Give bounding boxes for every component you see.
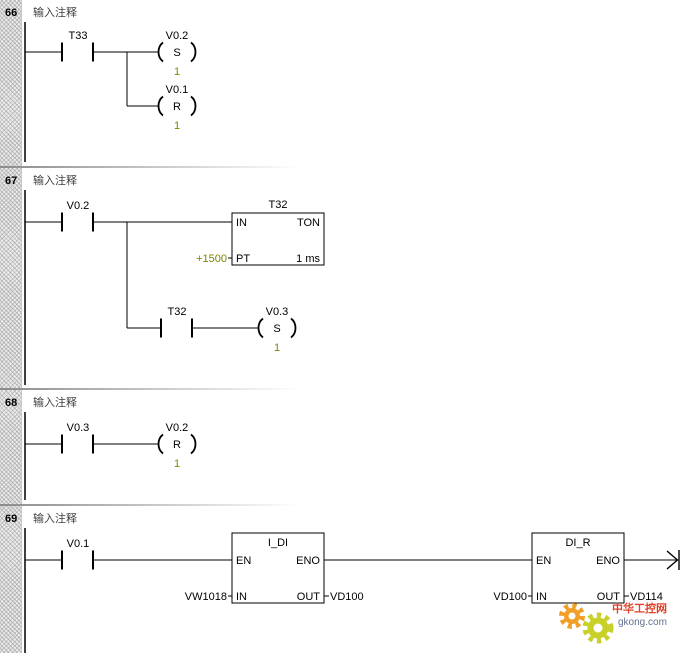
box-out-pin: OUT [297, 591, 321, 603]
gear-hole [593, 623, 603, 633]
network-number[interactable]: 68 [5, 397, 17, 409]
contact-v0-2[interactable]: V0.2 [61, 200, 94, 232]
watermark-logo: 中华工控网 gkong.com [559, 601, 667, 644]
gear-icon [582, 612, 614, 644]
coil-reset-v0-2[interactable]: V0.2 R 1 [157, 422, 197, 470]
coil-operand: V0.2 [166, 422, 189, 434]
coil-count: 1 [274, 342, 280, 354]
network-separator [0, 388, 300, 390]
box-title: DI_R [565, 537, 590, 549]
coil-set-v0-2[interactable]: V0.2 S 1 [157, 30, 197, 78]
gear-teeth [582, 612, 614, 644]
box-in-pin: IN [536, 591, 547, 603]
watermark-name: 中华工控网 [612, 601, 667, 615]
box-di-r[interactable]: DI_R EN ENO IN OUT VD100 VD114 [493, 532, 663, 604]
coil-paren-right [190, 433, 197, 455]
box-en-pin: EN [536, 555, 551, 567]
timer-pt-pin: PT [236, 253, 250, 265]
contact-operand: V0.3 [67, 422, 90, 434]
box-in-operand[interactable]: VD100 [493, 591, 527, 603]
contact-t32[interactable]: T32 [160, 306, 193, 338]
coil-paren-right [190, 95, 197, 117]
coil-reset-v0-1[interactable]: V0.1 R 1 [157, 84, 197, 132]
box-en-pin: EN [236, 555, 251, 567]
coil-paren-left [257, 317, 264, 339]
coil-type: S [173, 47, 180, 59]
network-69: 69 输入注释 V0.1 I_DI EN ENO IN OUT VW1018 V… [5, 511, 680, 653]
network-comment[interactable]: 输入注释 [33, 5, 77, 19]
gear-hole [568, 612, 576, 620]
coil-paren-right [290, 317, 297, 339]
coil-count: 1 [174, 458, 180, 470]
watermark-site: gkong.com [618, 617, 667, 628]
coil-paren-right [190, 41, 197, 63]
timer-box [231, 212, 325, 266]
coil-count: 1 [174, 66, 180, 78]
network-separator [0, 504, 300, 506]
function-box [531, 532, 625, 604]
coil-type: S [273, 323, 280, 335]
coil-type: R [173, 101, 181, 113]
network-number[interactable]: 67 [5, 175, 17, 187]
arrow-head [666, 550, 679, 570]
contact-t33[interactable]: T33 [61, 30, 94, 62]
network-number[interactable]: 66 [5, 7, 17, 19]
coil-paren-left [157, 41, 164, 63]
timer-number: T32 [269, 199, 288, 211]
contact-v0-1[interactable]: V0.1 [61, 538, 94, 570]
coil-paren-left [157, 95, 164, 117]
box-in-operand[interactable]: VW1018 [185, 591, 227, 603]
coil-operand: V0.1 [166, 84, 189, 96]
coil-operand: V0.3 [266, 306, 289, 318]
network-comment[interactable]: 输入注释 [33, 511, 77, 525]
network-number[interactable]: 69 [5, 513, 17, 525]
box-out-operand[interactable]: VD100 [330, 591, 364, 603]
box-in-pin: IN [236, 591, 247, 603]
network-separator [0, 166, 300, 168]
gear-teeth [559, 603, 585, 629]
gear-icon [559, 603, 585, 629]
network-67: 67 输入注释 V0.2 T32 IN TON PT 1 ms +1500 T3… [5, 173, 325, 385]
network-68: 68 输入注释 V0.3 V0.2 R 1 [5, 395, 197, 500]
box-out-operand[interactable]: VD114 [630, 591, 663, 603]
timer-preset-value[interactable]: +1500 [196, 253, 227, 265]
coil-paren-left [157, 433, 164, 455]
contact-operand: T32 [168, 306, 187, 318]
coil-set-v0-3[interactable]: V0.3 S 1 [257, 306, 297, 354]
box-eno-pin: ENO [596, 555, 620, 567]
contact-operand: V0.1 [67, 538, 90, 550]
box-eno-pin: ENO [296, 555, 320, 567]
contact-operand: V0.2 [67, 200, 90, 212]
timer-type: TON [297, 217, 320, 229]
function-box [231, 532, 325, 604]
timer-ton-t32[interactable]: T32 IN TON PT 1 ms +1500 [196, 199, 325, 266]
contact-v0-3[interactable]: V0.3 [61, 422, 94, 454]
timer-in-pin: IN [236, 217, 247, 229]
box-out-pin: OUT [597, 591, 621, 603]
network-66: 66 输入注释 T33 V0.2 S 1 V0.1 R 1 [5, 5, 197, 162]
network-gutter[interactable] [0, 0, 22, 653]
timer-resolution: 1 ms [296, 253, 320, 265]
box-title: I_DI [268, 537, 288, 549]
coil-count: 1 [174, 120, 180, 132]
network-end-arrow-icon [666, 550, 680, 570]
coil-type: R [173, 439, 181, 451]
box-i-di[interactable]: I_DI EN ENO IN OUT VW1018 VD100 [185, 532, 364, 604]
network-comment[interactable]: 输入注释 [33, 173, 77, 187]
coil-operand: V0.2 [166, 30, 189, 42]
network-comment[interactable]: 输入注释 [33, 395, 77, 409]
contact-operand: T33 [69, 30, 88, 42]
